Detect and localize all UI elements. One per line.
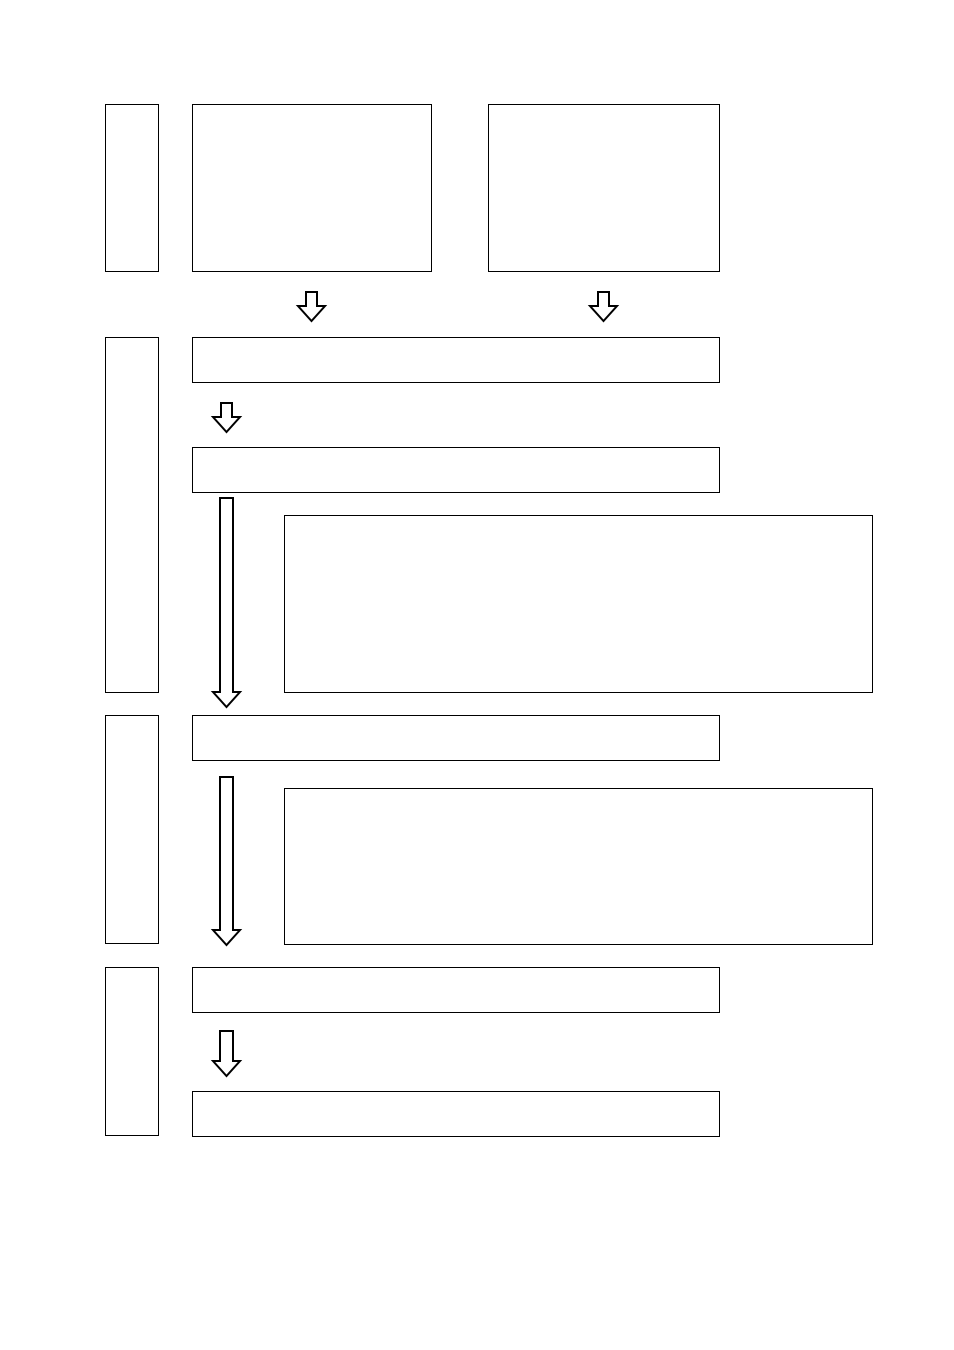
down-arrow-icon <box>210 1030 243 1078</box>
stage-label-3 <box>105 715 159 944</box>
top-left-box <box>192 104 432 272</box>
step-box-2 <box>192 447 720 493</box>
stage-label-2 <box>105 337 159 693</box>
top-right-box <box>488 104 720 272</box>
step-box-5 <box>192 1091 720 1137</box>
step-box-1 <box>192 337 720 383</box>
step-box-4 <box>192 967 720 1013</box>
stage-label-4 <box>105 967 159 1136</box>
note-box-1 <box>284 515 873 693</box>
long-down-arrow-icon <box>210 776 243 947</box>
down-arrow-icon <box>587 291 620 323</box>
down-arrow-icon <box>295 291 328 323</box>
step-box-3 <box>192 715 720 761</box>
long-down-arrow-icon <box>210 497 243 709</box>
down-arrow-icon <box>210 402 243 434</box>
stage-label-1 <box>105 104 159 272</box>
note-box-2 <box>284 788 873 945</box>
